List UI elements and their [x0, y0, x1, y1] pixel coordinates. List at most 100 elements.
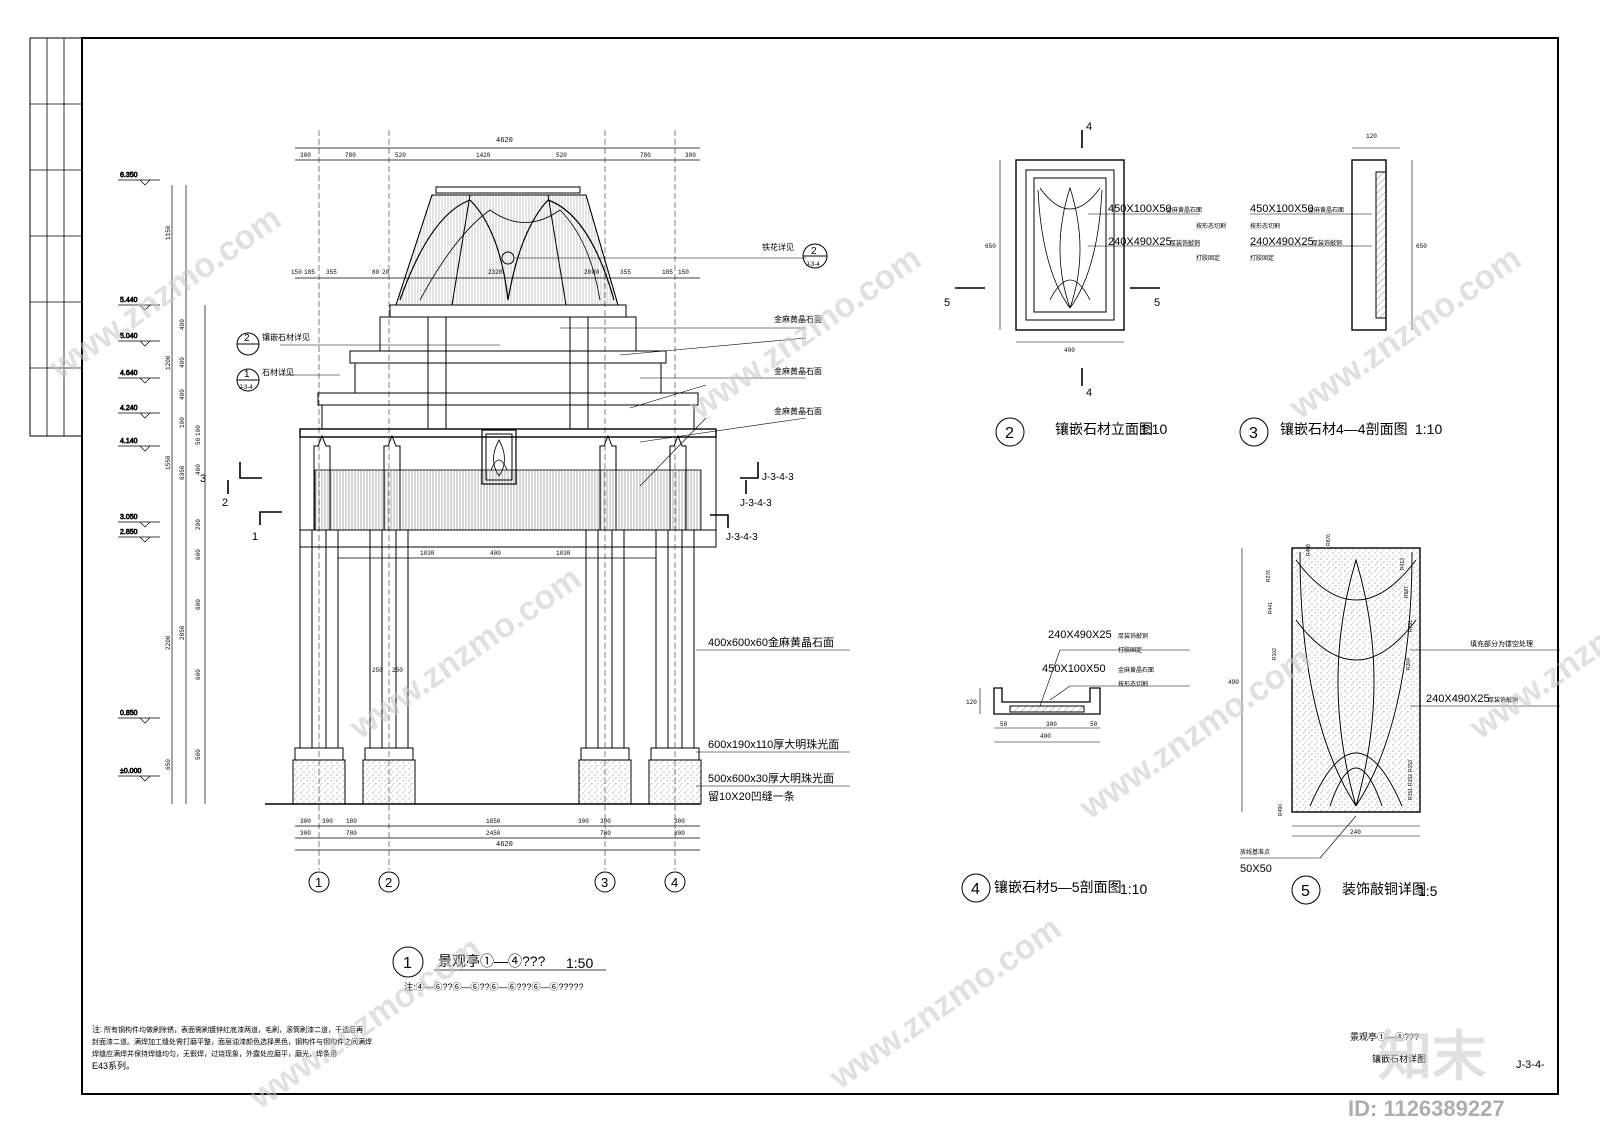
col-dim-1: 250: [392, 667, 403, 674]
axis-label-2: 2: [385, 875, 392, 890]
section-mark-1-num: 1: [252, 531, 258, 543]
view2-scale: 1:10: [1140, 421, 1167, 437]
view5-labels: R876R408R413R276R587R441R791R102R204R153…: [1228, 534, 1533, 875]
elevation-0: 6.350: [120, 172, 138, 179]
bottom-dim-a-3: 1850: [486, 818, 501, 825]
view4-labels: 240X490X25 厚装饰敲铜 打胶固定 450X100X50 金麻黄晶石面 …: [966, 629, 1154, 740]
bottom-dim-a-6: 300: [674, 818, 685, 825]
elevation-marker-0: [118, 179, 160, 186]
elevation-3: 4.640: [120, 370, 138, 377]
pavilion-elevation: [171, 130, 850, 893]
v5-radius-9: R153: [1408, 760, 1414, 772]
bottom-dim-a-5: 300: [600, 818, 611, 825]
bottom-dim-a-0: 300: [300, 818, 311, 825]
v4-l3b: 金麻黄晶石面: [1118, 666, 1154, 674]
label-stone-detail: 石材详见: [262, 367, 294, 377]
view3-labels: 450X100X50 金麻黄晶石面 按形态切割 240X490X25 厚装饰敲铜…: [1250, 133, 1427, 262]
view1-subtitle: 注:④—⑥??⑥—⑥??⑥—⑥???⑥—⑥?????: [404, 981, 584, 992]
section-mark-3-num: 3: [200, 473, 206, 485]
inlay-elevation: [955, 130, 1200, 447]
v2-l3: 240X490X25: [1108, 236, 1172, 248]
main-labels: 铁花详见 2 J-3-4 镶嵌石材详见 2 石材详见 1 J-3-4 金麻黄晶石…: [200, 242, 839, 803]
notes-line-3: 焊缝应满焊并保持焊缝均匀，无假焊，过烧现象，外露处应磨平，磨光，焊条用: [92, 1049, 337, 1058]
view3-title: 镶嵌石材4—4剖面图: [1280, 421, 1408, 437]
elevation-marker-1: [118, 304, 160, 311]
v2-dims-left-total: 650: [985, 243, 996, 250]
v3-l1b: 金麻黄晶石面: [1308, 206, 1344, 214]
v4-dims-left: 120: [966, 699, 977, 706]
sheet-frame: [29, 37, 1559, 1095]
axis-label-3: 3: [601, 875, 608, 890]
axis-bubble-2: [378, 871, 400, 893]
v5-radius-10: R152: [1408, 774, 1414, 786]
label-base-2: 500x600x30厚大明珠光面: [708, 771, 834, 785]
v5-radius-6: R791: [1408, 620, 1414, 632]
view5-num: 5: [1301, 883, 1310, 900]
label-groove: 留10X20凹缝一条: [708, 789, 795, 803]
bottom-dim-b-3: 780: [600, 830, 611, 837]
view1-title: 景观亭①—④???: [438, 953, 546, 969]
label-finish-2: 金麻黄晶石面: [774, 366, 822, 376]
second-dim-10: 150: [678, 269, 689, 276]
section-5-5: [961, 649, 1190, 903]
second-dim-5: 2320: [488, 269, 503, 276]
inner-dim-1: 400: [490, 550, 501, 557]
v5-radius-2: R413: [1400, 558, 1406, 570]
v2-dims-total: 400: [1064, 347, 1075, 354]
v2-l2: 按形态切割: [1196, 222, 1226, 230]
elevation-5: 4.140: [120, 438, 138, 445]
v4-dim-0: 50: [1000, 721, 1008, 728]
notes-label: 注:: [92, 1024, 102, 1034]
left-dim-1: 1200: [165, 355, 172, 370]
v2-sec-top: 4: [1086, 121, 1092, 133]
left-dim-2: 1550: [165, 455, 172, 470]
v5-radius-11: R151: [1408, 788, 1414, 800]
top-dim-5: 780: [640, 152, 651, 159]
v3-dims-top-total: 120: [1366, 133, 1377, 140]
overall-width-top: 4620: [496, 137, 513, 145]
tb-line-1: 景观亭①—④???: [1350, 1031, 1419, 1042]
top-dim-3: 1420: [476, 152, 491, 159]
left-dim-18: 50: [195, 437, 202, 445]
watermark-site-3: www.znzmo.com: [682, 239, 928, 427]
label-base-1: 600x190x110厚大明珠光面: [708, 737, 839, 751]
v2-l1: 450X100X50: [1108, 203, 1172, 215]
second-dim-8: 355: [620, 269, 631, 276]
axis-bubble-3: [594, 871, 616, 893]
label-inlay-stone: 镶嵌石材详见: [262, 332, 310, 342]
view2-labels: 450X100X50 金麻黄晶石面 按形态切割 240X490X25 厚装饰敲铜…: [944, 121, 1226, 399]
v3-l3b: 厚装饰敲铜: [1312, 239, 1342, 247]
axis-label-1: 1: [315, 875, 322, 890]
elevation-8: 0.850: [120, 710, 138, 717]
view3-num: 3: [1249, 425, 1258, 442]
v5-radius-8: R204: [1406, 658, 1412, 670]
v2-sec-left: 5: [944, 297, 950, 309]
left-dim-0: 1150: [165, 225, 172, 240]
left-dim-17: 100: [195, 425, 202, 436]
inlay-ref-num: 2: [244, 333, 250, 344]
tb-sheet: J-3-4-: [1516, 1059, 1545, 1071]
stone-ref-num: 1: [244, 369, 250, 380]
second-dim-1: 185: [304, 269, 315, 276]
view3-scale: 1:10: [1415, 421, 1442, 437]
v4-l1b: 厚装饰敲铜: [1118, 632, 1148, 640]
v5-note2b: 厚装饰敲铜: [1488, 696, 1518, 704]
left-dim-12: 600: [195, 549, 202, 560]
watermark-site-5: www.znzmo.com: [822, 909, 1068, 1097]
left-dim-6: 650: [165, 759, 172, 770]
view1-num: 1: [403, 955, 412, 972]
label-column-stone: 400x600x60金麻黄晶石面: [708, 635, 834, 649]
left-dim-4: 6350: [179, 465, 186, 480]
elevation-marker-3: [118, 377, 160, 384]
view2-num: 2: [1005, 425, 1014, 442]
copper-detail: [1240, 547, 1560, 905]
section-mark-3: [239, 462, 262, 479]
v5-radius-12: R490: [1278, 804, 1284, 816]
section-ref-2: J-3-4-3: [740, 498, 772, 509]
inner-dim-0: 1030: [420, 550, 435, 557]
bottom-dim-a-1: 300: [322, 818, 333, 825]
v3-l1: 450X100X50: [1250, 203, 1314, 215]
v5-radius-5: R441: [1268, 602, 1274, 614]
second-dim-6: 20: [584, 269, 592, 276]
v5-note1: 填充部分为镂空处理: [1470, 639, 1533, 648]
